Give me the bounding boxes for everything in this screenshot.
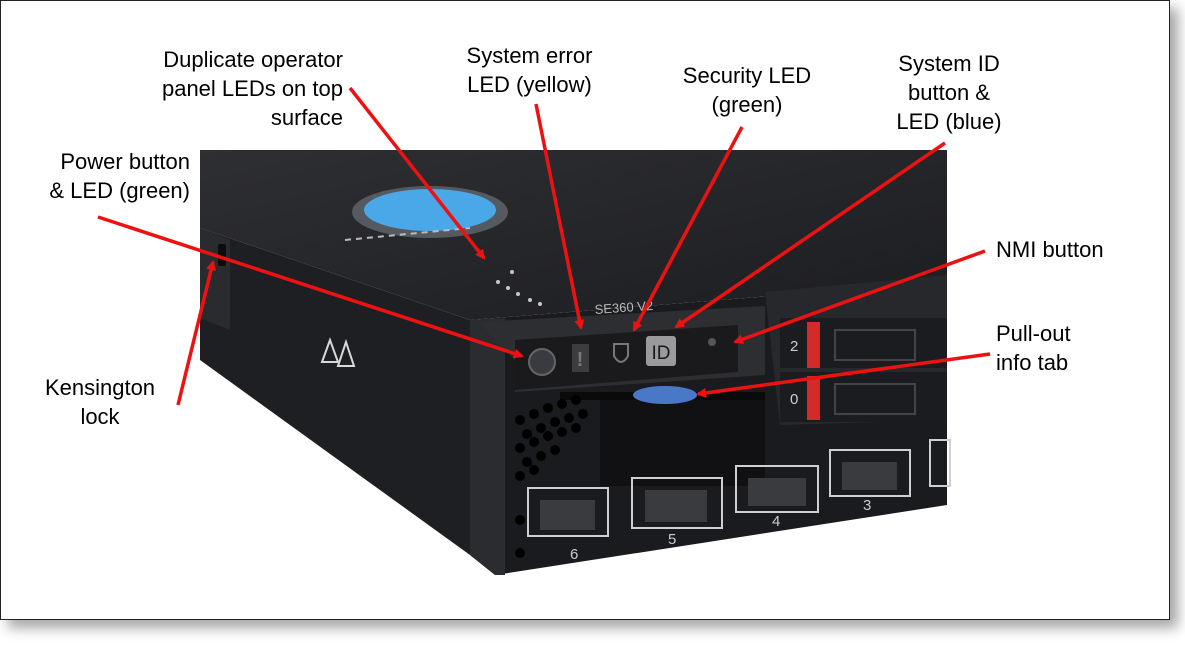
- side-rail: [200, 228, 230, 330]
- system-id-button[interactable]: [646, 336, 676, 366]
- id-button-text: ID: [652, 343, 671, 364]
- model-text: SE360 V2: [594, 298, 653, 317]
- label-system-id: System ID button & LED (blue): [896, 51, 1002, 134]
- port-label-4: 4: [772, 513, 780, 530]
- system-error-led-icon: [572, 344, 589, 372]
- kensington-slot: [218, 244, 226, 266]
- warning-icons: [320, 337, 356, 367]
- port-label-5: 5: [668, 531, 676, 548]
- svg-text:!: !: [577, 349, 584, 371]
- arrow-security: [632, 126, 744, 332]
- drive-latch-0[interactable]: [807, 376, 820, 420]
- arrow-system-error: [534, 103, 585, 330]
- label-nmi: NMI button: [996, 237, 1104, 262]
- top-dashed-line: [344, 227, 471, 241]
- arrow-nmi: [733, 249, 986, 344]
- label-power: Power button & LED (green): [49, 149, 190, 203]
- chassis-side: [200, 228, 470, 555]
- port-label-3: 3: [863, 497, 871, 514]
- drive-latch-2[interactable]: [807, 322, 820, 368]
- drive-bay-label-0: 0: [790, 391, 798, 408]
- top-blue-disc-inner: [364, 189, 496, 231]
- label-pullout: Pull-out info tab: [996, 321, 1071, 375]
- power-button-icon[interactable]: [528, 348, 556, 376]
- network-ports: [527, 439, 951, 537]
- pullout-blue-handle: [633, 386, 697, 404]
- arrow-power: [97, 215, 524, 359]
- pullout-info-tab[interactable]: [600, 398, 765, 486]
- arrow-kensington: [176, 260, 216, 406]
- port-inserts: [540, 462, 897, 530]
- nmi-button-icon[interactable]: [708, 338, 716, 346]
- front-bezel: [470, 318, 505, 575]
- port-label-6: 6: [570, 546, 578, 563]
- security-shield-icon: [613, 343, 629, 363]
- arrow-pullout: [696, 352, 991, 398]
- arrow-duplicate-leds: [348, 86, 486, 260]
- arrow-system-id: [674, 141, 946, 329]
- hex-vent: [515, 395, 588, 558]
- top-led-dots: [496, 270, 542, 306]
- label-duplicate-leds: Duplicate operator panel LEDs on top sur…: [161, 47, 343, 130]
- drive-bay-label-2: 2: [790, 338, 798, 355]
- label-kensington: Kensington lock: [44, 375, 156, 429]
- label-security: Security LED (green): [682, 63, 812, 117]
- label-system-error: System error LED (yellow): [466, 43, 593, 97]
